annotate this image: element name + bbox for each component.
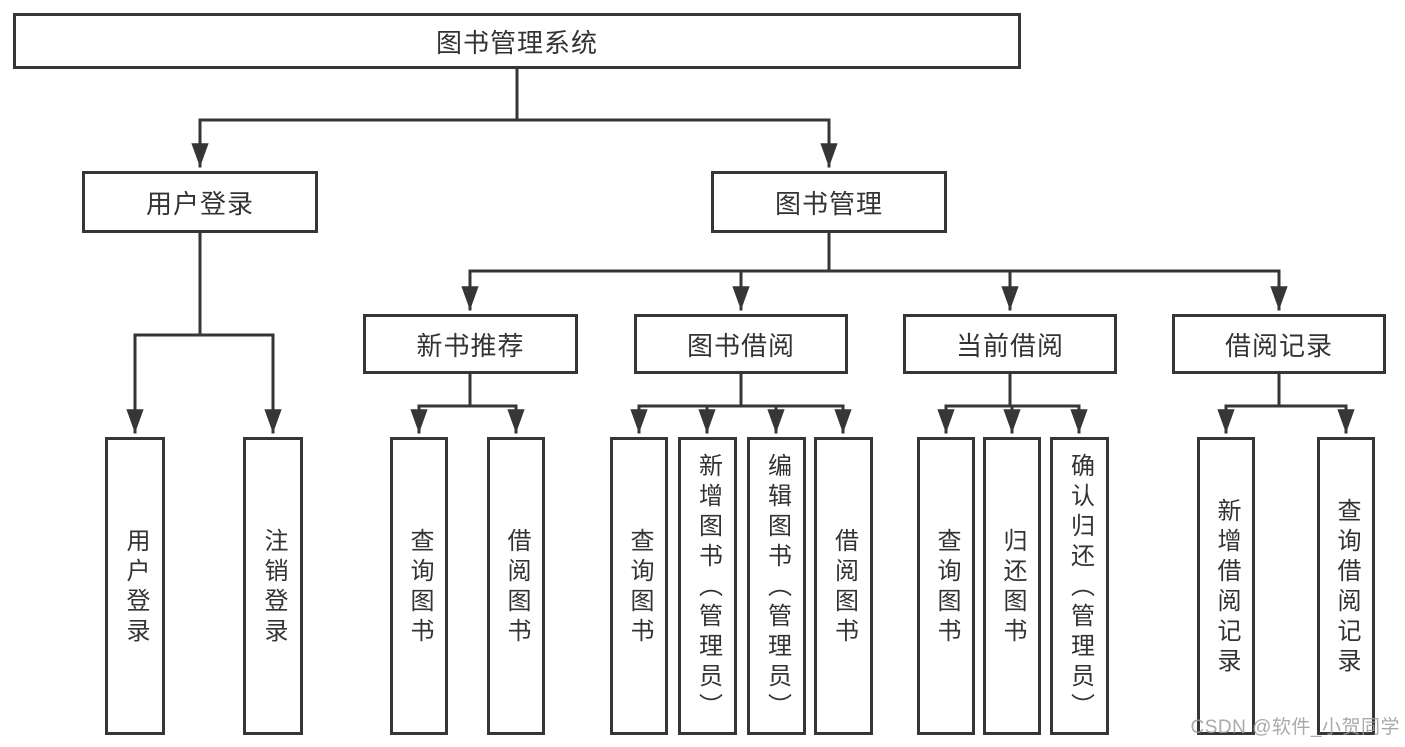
node-borrow-records: 借阅记录 [1172, 314, 1386, 374]
leaf-query-borrow-record: 查询借阅记录 [1317, 437, 1375, 735]
node-new-book-recommend: 新书推荐 [363, 314, 578, 374]
leaf-borrow-books: 借阅图书 [814, 437, 873, 735]
node-book-borrow: 图书借阅 [634, 314, 848, 374]
leaf-query-books-recommend: 查询图书 [390, 437, 448, 735]
leaf-query-books-current: 查询图书 [917, 437, 975, 735]
leaf-borrow-books-recommend: 借阅图书 [487, 437, 545, 735]
node-book-management: 图书管理 [711, 171, 947, 233]
leaf-query-books-borrow: 查询图书 [610, 437, 668, 735]
leaf-return-books: 归还图书 [983, 437, 1041, 735]
node-library-management-system: 图书管理系统 [13, 13, 1021, 69]
leaf-logout: 注销登录 [243, 437, 303, 735]
leaf-add-books-admin: 新增图书（管理员） [678, 437, 737, 735]
csdn-watermark: CSDN @软件_小贺同学 [1190, 717, 1400, 738]
leaf-add-borrow-record: 新增借阅记录 [1197, 437, 1255, 735]
leaf-edit-books-admin: 编辑图书（管理员） [747, 437, 806, 735]
leaf-confirm-return-admin: 确认归还（管理员） [1050, 437, 1109, 735]
node-user-login: 用户登录 [82, 171, 318, 233]
node-current-borrow: 当前借阅 [903, 314, 1117, 374]
leaf-user-login: 用户登录 [105, 437, 165, 735]
